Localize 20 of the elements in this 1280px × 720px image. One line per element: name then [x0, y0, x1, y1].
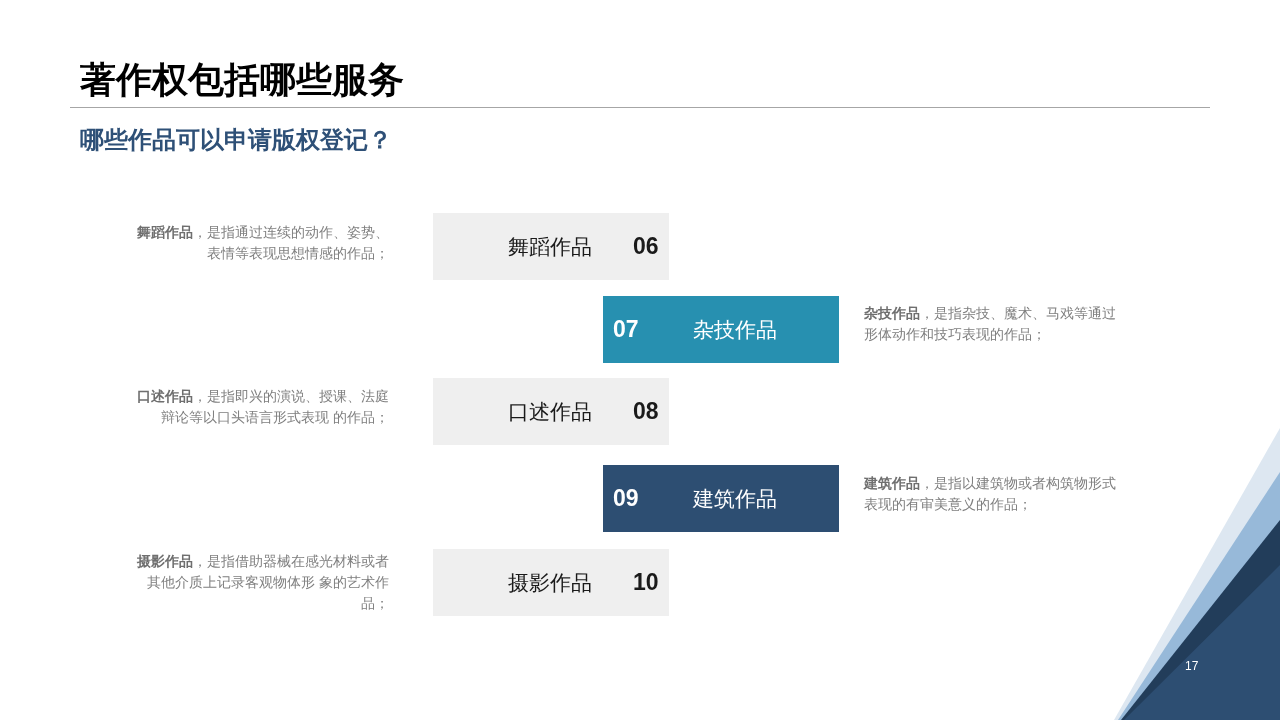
- category-box: [603, 465, 839, 532]
- description-text: 摄影作品，是指借助器械在感光材料或者其他介质上记录客观物体形 象的艺术作品；: [136, 552, 389, 613]
- category-box: [603, 296, 839, 363]
- description-text: 口述作品，是指即兴的演说、授课、法庭辩论等以口头语言形式表现 的作品；: [136, 387, 389, 427]
- description-text: 杂技作品，是指杂技、魔术、马戏等通过形体动作和技巧表现的作品；: [864, 304, 1117, 344]
- page-number: 17: [1185, 659, 1199, 673]
- slide-title: 著作权包括哪些服务: [80, 58, 404, 102]
- category-name: 建筑作品: [693, 485, 777, 512]
- number-label: 08: [633, 397, 659, 426]
- number-label: 09: [613, 484, 639, 513]
- category-name: 摄影作品: [508, 569, 592, 596]
- description-text: 舞蹈作品，是指通过连续的动作、姿势、表情等表现思想情感的作品；: [136, 223, 389, 263]
- number-label: 07: [613, 315, 639, 344]
- category-name: 口述作品: [508, 398, 592, 425]
- subtitle: 哪些作品可以申请版权登记？: [80, 125, 392, 155]
- category-name: 杂技作品: [693, 316, 777, 343]
- category-name: 舞蹈作品: [508, 233, 592, 260]
- number-label: 06: [633, 232, 659, 261]
- description-text: 建筑作品，是指以建筑物或者构筑物形式表现的有审美意义的作品；: [864, 474, 1117, 514]
- number-label: 10: [633, 568, 659, 597]
